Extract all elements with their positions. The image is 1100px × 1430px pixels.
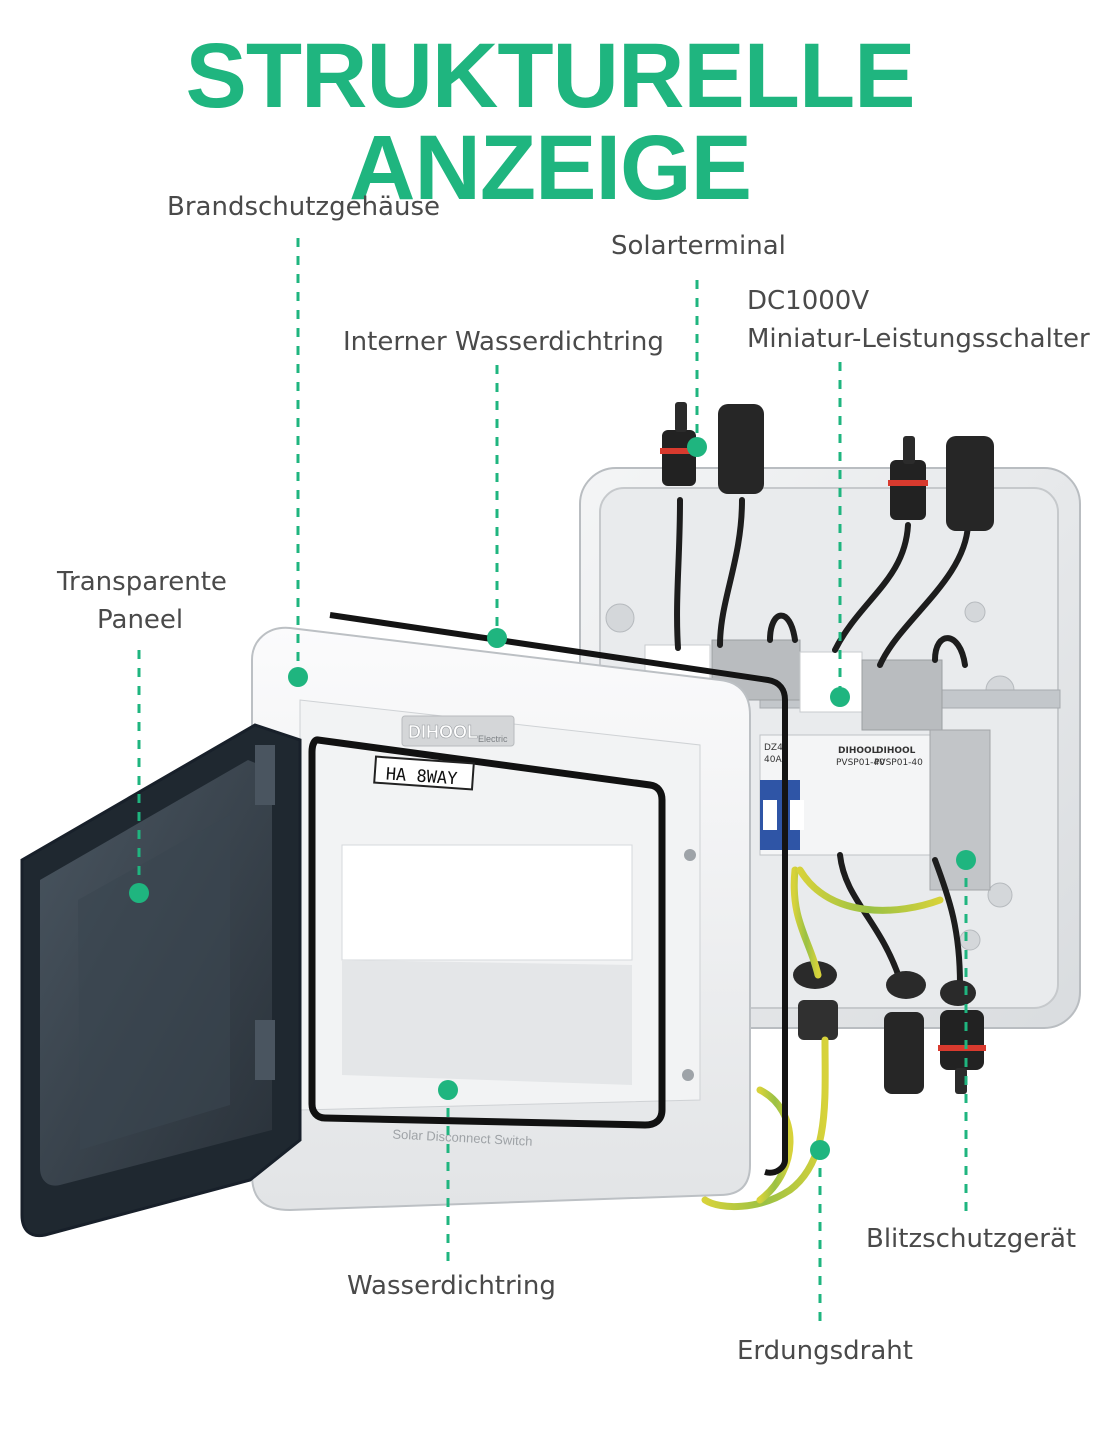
brand-logo: DIHOOL (408, 722, 478, 742)
internal-wires (674, 497, 971, 988)
device-label-1: DZ47 (764, 743, 789, 753)
dot-solarterminal (687, 437, 707, 457)
ground-wires (701, 866, 944, 1211)
marker-dots (129, 437, 976, 1160)
device-label-5: DIHOOL (876, 746, 916, 756)
internal-gasket-ring (329, 612, 788, 1176)
solar-connectors-top (660, 402, 994, 531)
solar-connectors-bottom (884, 971, 986, 1094)
dot-transparente (129, 883, 149, 903)
device-label-4: PVSP01-40 (836, 758, 885, 768)
label-interner-wasserdichtring: Interner Wasserdichtring (343, 327, 664, 357)
label-blitzschutzgeraet: Blitzschutzgerät (866, 1224, 1077, 1254)
label-erdungsdraht: Erdungsdraht (737, 1336, 913, 1366)
page-title: STRUKTURELLE ANZEIGE (185, 25, 915, 219)
label-dc1000v: DC1000V (747, 286, 870, 316)
label-miniatur-leistungsschalter: Miniatur-Leistungsschalter (747, 324, 1090, 354)
label-transparente: Transparente (57, 567, 227, 597)
label-wasserdichtring: Wasserdichtring (347, 1271, 556, 1301)
dot-dc-breaker (830, 687, 850, 707)
dot-wasserdichtring (438, 1080, 458, 1100)
dot-interner (487, 628, 507, 648)
device-label-6: PVSP01-40 (874, 758, 923, 768)
dot-brandschutz (288, 667, 308, 687)
model-tag: HA 8WAY (385, 764, 458, 789)
label-brandschutzgehaeuse: Brandschutzgehäuse (167, 192, 441, 222)
dot-blitz (956, 850, 976, 870)
label-paneel: Paneel (97, 605, 184, 635)
transparent-door (20, 723, 302, 1238)
device-label-3: DIHOOL (838, 746, 878, 756)
leader-lines (137, 238, 968, 1330)
dot-erdung (810, 1140, 830, 1160)
brand-sub: Electric (478, 734, 508, 744)
front-frame: DIHOOL Electric HA 8WAY Solar Disconnect… (251, 626, 751, 1212)
front-caption: Solar Disconnect Switch (392, 1126, 533, 1148)
device-label-2: 40A (764, 755, 782, 765)
label-solarterminal: Solarterminal (611, 231, 786, 261)
